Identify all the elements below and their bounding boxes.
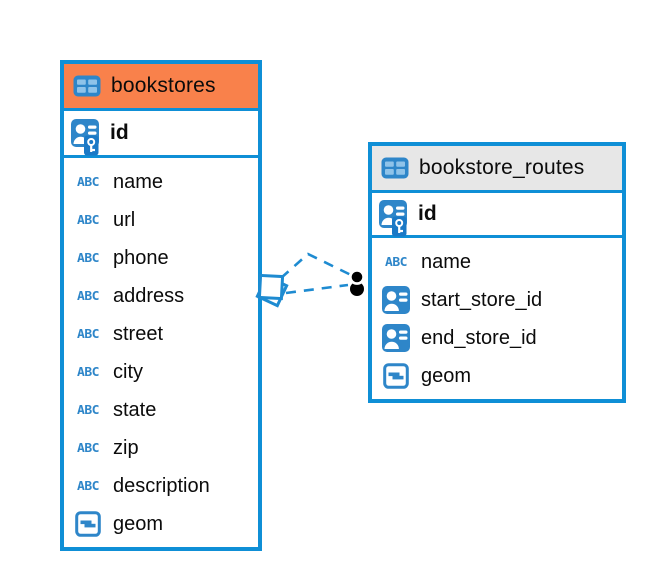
primary-key-icon (71, 118, 101, 156)
column-name: name (421, 250, 472, 273)
text-type-icon: ABC (77, 364, 99, 380)
table-header-bookstore-routes[interactable]: bookstore_routes (372, 146, 622, 193)
column-name: url (113, 208, 136, 231)
text-type-icon: ABC (385, 254, 407, 270)
text-type-icon: ABC (77, 402, 99, 418)
column-name: geom (113, 512, 164, 535)
column-name: description (113, 474, 210, 497)
column-row[interactable]: start_store_id (372, 281, 622, 319)
column-name: start_store_id (421, 288, 543, 311)
text-type-icon: ABC (77, 440, 99, 456)
dot-markers[interactable] (349, 269, 365, 296)
table-bookstores[interactable]: bookstores id ABC name ABC url (60, 60, 262, 551)
column-name: id (418, 202, 437, 225)
column-row[interactable]: geom (64, 505, 258, 543)
table-bookstore-routes[interactable]: bookstore_routes id ABC name (368, 142, 626, 403)
text-type-icon: ABC (77, 288, 99, 304)
column-name: geom (421, 364, 472, 387)
primary-key-icon (379, 199, 409, 237)
column-name: address (113, 284, 185, 307)
relationship-line[interactable] (285, 283, 349, 295)
column-row[interactable]: ABC street (64, 315, 258, 353)
column-list: ABC name ABC url ABC phone ABC address A… (64, 158, 258, 547)
table-icon (72, 75, 102, 97)
column-row[interactable]: ABC state (64, 391, 258, 429)
geometry-type-icon (381, 363, 411, 389)
text-type-icon: ABC (77, 174, 99, 190)
column-row[interactable]: ABC zip (64, 429, 258, 467)
column-row-pk[interactable]: id (372, 193, 622, 238)
column-row[interactable]: end_store_id (372, 319, 622, 357)
column-name: phone (113, 246, 169, 269)
column-name: name (113, 170, 164, 193)
column-name: end_store_id (421, 326, 537, 349)
column-row[interactable]: ABC address (64, 277, 258, 315)
column-row[interactable]: ABC phone (64, 239, 258, 277)
text-type-icon: ABC (77, 478, 99, 494)
reference-key-icon (381, 324, 411, 352)
column-row[interactable]: ABC name (64, 163, 258, 201)
geometry-type-icon (73, 511, 103, 537)
table-title: bookstores (111, 74, 216, 97)
column-row[interactable]: ABC description (64, 467, 258, 505)
column-row[interactable]: ABC name (372, 243, 622, 281)
table-header-bookstores[interactable]: bookstores (64, 64, 258, 111)
column-row[interactable]: ABC city (64, 353, 258, 391)
text-type-icon: ABC (77, 326, 99, 342)
column-name: id (110, 121, 129, 144)
column-name: city (113, 360, 143, 383)
text-type-icon: ABC (77, 250, 99, 266)
column-name: zip (113, 436, 139, 459)
column-list: ABC name start_store_id (372, 238, 622, 399)
table-title: bookstore_routes (419, 156, 585, 179)
column-name: street (113, 322, 164, 345)
column-name: state (113, 398, 157, 421)
relationship-line[interactable] (280, 252, 352, 279)
column-row[interactable]: geom (372, 357, 622, 395)
table-icon (380, 157, 410, 179)
column-row[interactable]: ABC url (64, 201, 258, 239)
reference-key-icon (381, 286, 411, 314)
column-row-pk[interactable]: id (64, 111, 258, 158)
text-type-icon: ABC (77, 212, 99, 228)
